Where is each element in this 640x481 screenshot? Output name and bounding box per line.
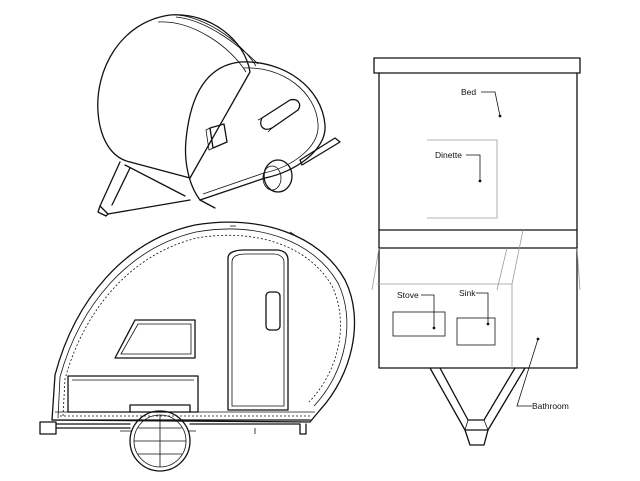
label-bed: Bed — [461, 87, 476, 97]
label-stove: Stove — [397, 290, 419, 300]
plan-view: Bed Dinette Stove Sink Bathroom — [371, 57, 581, 446]
isometric-view — [97, 14, 341, 217]
side-view — [39, 221, 356, 472]
label-sink: Sink — [459, 288, 476, 298]
label-dinette: Dinette — [435, 150, 462, 160]
label-bathroom: Bathroom — [532, 401, 569, 411]
